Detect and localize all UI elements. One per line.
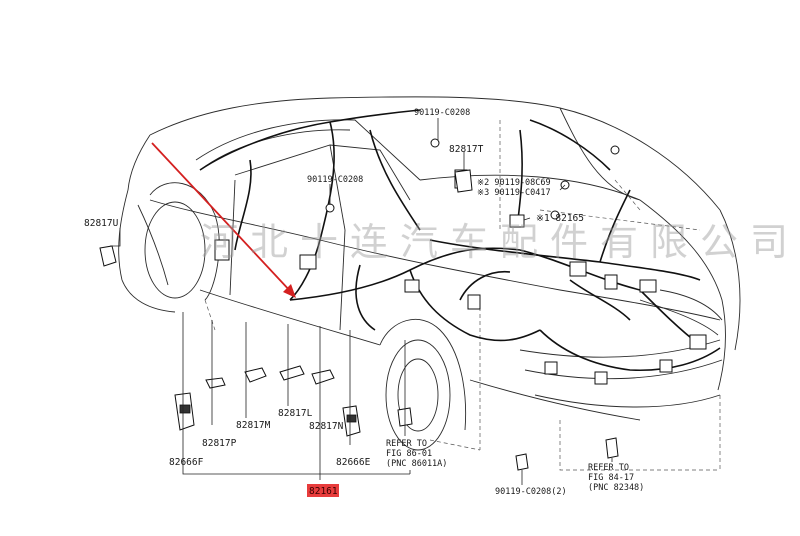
label-82161: 82161 — [309, 486, 338, 497]
label-82817N: 82817N — [309, 421, 344, 432]
label-note-3: ※3 90119-C0417 — [477, 188, 551, 198]
part-labels: 82817U 90119-C0208 82817T 90119-C0208 ※2… — [84, 108, 644, 497]
refer-fig-84-17-line2: FIG 84-17 — [588, 473, 634, 483]
refer-fig-86-01-line3: (PNC 86011A) — [386, 459, 447, 469]
refer-fig-84-17-line3: (PNC 82348) — [588, 483, 644, 493]
watermark-text: 河北十连汽车配件有限公司 — [200, 220, 800, 264]
label-82666E: 82666E — [336, 457, 371, 468]
refer-fig-86-01-line2: FIG 86-01 — [386, 449, 432, 459]
label-note-2: ※2 90119-08C69 — [477, 178, 551, 188]
label-82817L: 82817L — [278, 408, 313, 419]
label-82817M: 82817M — [236, 420, 271, 431]
label-82817P: 82817P — [202, 438, 237, 449]
label-90119-top: 90119-C0208 — [414, 108, 470, 118]
exploded-parts — [99, 169, 619, 471]
label-90119-mid: 90119-C0208 — [307, 175, 363, 185]
leader-lines — [110, 118, 613, 485]
label-90119-bottom: 90119-C0208(2) — [495, 487, 567, 497]
label-82666F: 82666F — [169, 457, 204, 468]
hidden-lines — [204, 120, 721, 471]
highlight-box — [307, 484, 339, 497]
wiring-harness — [199, 109, 721, 372]
refer-fig-86-01-line1: REFER TO — [386, 439, 427, 449]
refer-fig-84-17-line1: REFER TO — [588, 463, 629, 473]
label-82817U: 82817U — [84, 218, 119, 229]
label-82817T: 82817T — [449, 144, 484, 155]
red-indicator-arrow — [151, 142, 296, 298]
label-82165: ※1 82165 — [536, 213, 584, 224]
